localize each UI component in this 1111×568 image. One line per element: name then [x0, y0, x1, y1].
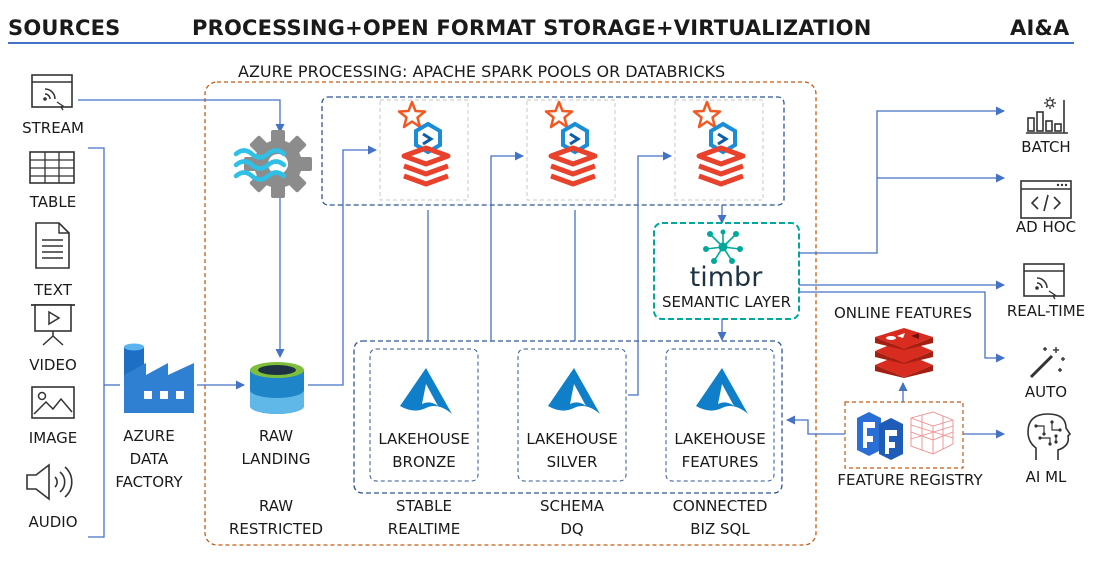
feature-registry-box [844, 401, 964, 469]
stream-icon [31, 74, 73, 111]
lakehouse-bronze-sub-2: REALTIME [387, 520, 461, 538]
raw-landing-label-1: RAW [258, 427, 294, 445]
lakehouse-bronze-icon [400, 368, 452, 414]
feature-registry-label: FEATURE REGISTRY [837, 471, 983, 489]
timbr-network-icon [703, 229, 743, 264]
stream-processing-gear-icon [233, 130, 312, 198]
lakehouse-box [353, 340, 783, 494]
timbr-semantic-layer-label: SEMANTIC LAYER [661, 293, 792, 311]
ad-hoc-code-window-icon [1020, 180, 1072, 219]
spark-databricks-icon-silver [544, 100, 598, 187]
azure-data-factory-icon [124, 343, 194, 413]
source-image-label: IMAGE [28, 429, 78, 447]
source-table-label: TABLE [29, 193, 77, 211]
raw-sub-label-1: RAW [258, 497, 294, 515]
header-sources: SOURCES [8, 16, 121, 40]
source-stream-label: STREAM [22, 119, 84, 137]
source-text-label: TEXT [34, 281, 72, 299]
raw-sub-label-2: RESTRICTED [228, 520, 324, 538]
source-video-label: VIDEO [29, 356, 77, 374]
lakehouse-features-sub-2: BIZ SQL [690, 520, 750, 538]
lakehouse-bronze-label-1: LAKEHOUSE [378, 430, 470, 448]
lakehouse-silver-label-2: SILVER [546, 453, 598, 471]
text-document-icon [35, 222, 70, 269]
real-time-stream-icon [1023, 263, 1065, 300]
output-ad-hoc-label: AD HOC [1015, 218, 1077, 236]
lakehouse-silver-sub-1: SCHEMA [540, 497, 604, 515]
batch-chart-icon [1026, 97, 1068, 134]
lakehouse-features-label-2: FEATURES [681, 453, 759, 471]
output-real-time-label: REAL-TIME [1006, 302, 1086, 320]
online-features-label: ONLINE FEATURES [833, 304, 973, 322]
lakehouse-silver-label-1: LAKEHOUSE [526, 430, 618, 448]
timbr-box [653, 222, 800, 320]
output-auto-label: AUTO [1024, 383, 1068, 401]
lakehouse-silver-icon [548, 368, 600, 414]
redis-icon [875, 328, 933, 378]
header-rule [8, 42, 1074, 44]
output-ai-ml-label: AI ML [1025, 468, 1067, 486]
lakehouse-features-label-1: LAKEHOUSE [674, 430, 766, 448]
feature-registry-icon [857, 411, 954, 460]
output-batch-label: BATCH [1021, 138, 1071, 156]
video-presentation-icon [31, 304, 75, 346]
header-processing: PROCESSING+OPEN FORMAT STORAGE+VIRTUALIZ… [192, 16, 872, 40]
header-aia: AI&A [1010, 16, 1070, 40]
raw-landing-label-2: LANDING [241, 450, 311, 468]
adf-label-2: DATA [129, 450, 169, 468]
spark-box [321, 96, 785, 206]
spark-databricks-icon-bronze [397, 100, 451, 187]
lakehouse-features-sub-1: CONNECTED [672, 497, 768, 515]
image-icon [31, 386, 75, 419]
ai-ml-head-icon [1027, 413, 1072, 460]
timbr-logo-text: timbr [689, 262, 763, 293]
processing-title: AZURE PROCESSING: APACHE SPARK POOLS OR … [238, 62, 726, 81]
spark-databricks-icon-features [692, 100, 746, 187]
lakehouse-silver-sub-2: DQ [560, 520, 584, 538]
table-icon [29, 151, 75, 184]
lakehouse-features-icon [696, 368, 748, 414]
source-audio-label: AUDIO [28, 513, 78, 531]
speaker-icon [26, 463, 73, 501]
lakehouse-bronze-label-2: BRONZE [392, 453, 456, 471]
lakehouse-bronze-sub-1: STABLE [396, 497, 452, 515]
adf-label-3: FACTORY [115, 473, 183, 491]
adf-label-1: AZURE [123, 427, 175, 445]
magic-wand-icon [1029, 347, 1065, 379]
raw-landing-storage-icon [250, 362, 304, 414]
